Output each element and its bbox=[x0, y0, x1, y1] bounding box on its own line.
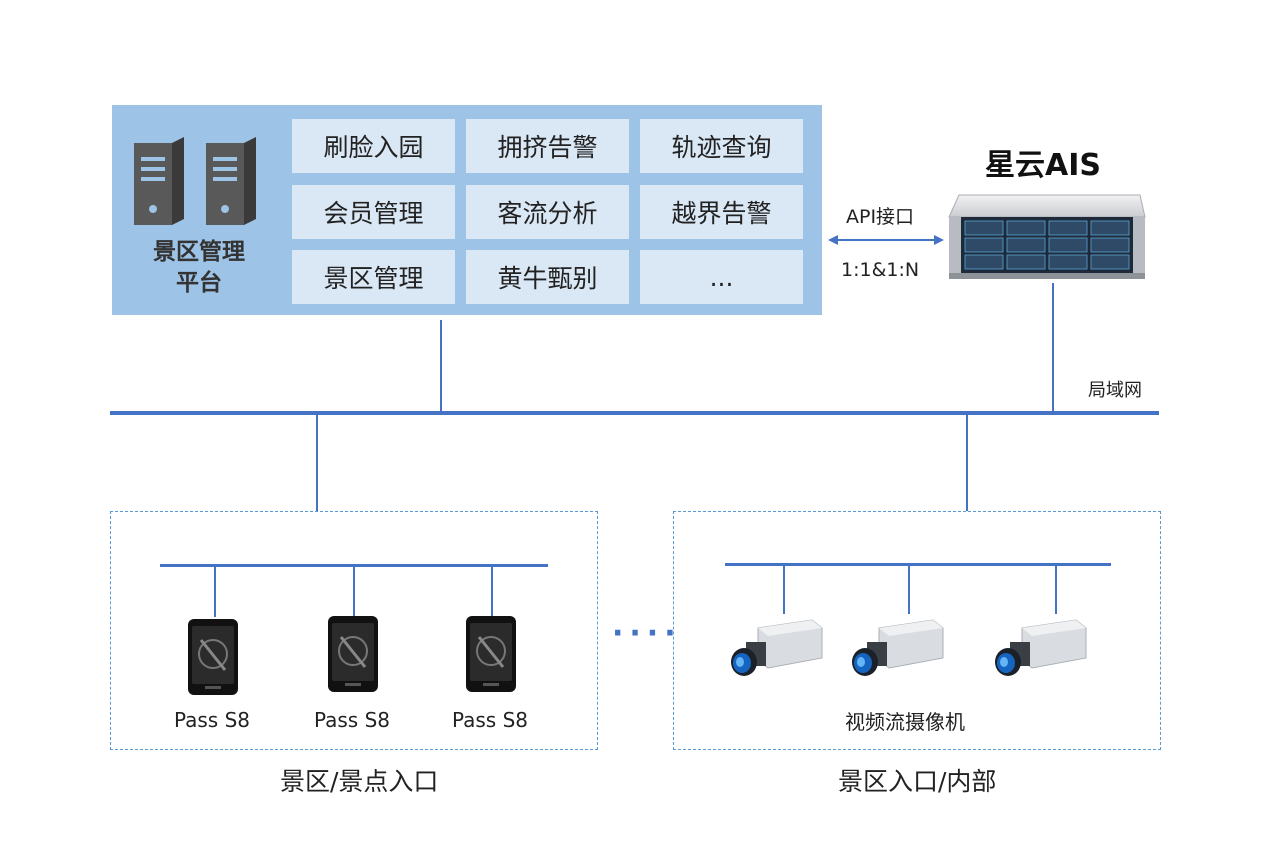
module-boundary-alert: 越界告警 bbox=[640, 185, 803, 239]
lan-label: 局域网 bbox=[1088, 380, 1142, 401]
device-drop-line bbox=[491, 567, 493, 617]
device-label: Pass S8 bbox=[173, 708, 251, 732]
left-zone-bus bbox=[160, 564, 548, 567]
server-tower-icon bbox=[134, 137, 256, 225]
ais-to-lan-line bbox=[1052, 283, 1054, 412]
module-member-management: 会员管理 bbox=[292, 185, 455, 239]
api-double-arrow bbox=[828, 235, 944, 245]
module-track-query: 轨迹查询 bbox=[640, 119, 803, 173]
pass-s8-device-icon bbox=[466, 616, 516, 692]
zone-right-label: 景区入口/内部 bbox=[838, 767, 997, 796]
camera-label: 视频流摄像机 bbox=[845, 710, 965, 734]
module-face-entry: 刷脸入园 bbox=[292, 119, 455, 173]
camera-icon bbox=[995, 619, 1087, 676]
device-label: Pass S8 bbox=[451, 708, 529, 732]
platform-label: 景区管理平台 bbox=[153, 239, 245, 296]
camera-drop-line bbox=[1055, 566, 1057, 614]
right-zone-bus bbox=[725, 563, 1111, 566]
match-mode-label: 1:1&1:N bbox=[841, 259, 920, 281]
zone-left-label: 景区/景点入口 bbox=[280, 767, 439, 796]
zone-scenic-entrance bbox=[110, 511, 598, 750]
module-scalper-detection: 黄牛甄别 bbox=[466, 250, 629, 304]
lan-to-right-zone-line bbox=[966, 415, 968, 511]
module-traffic-analysis: 客流分析 bbox=[466, 185, 629, 239]
device-drop-line bbox=[353, 567, 355, 617]
module-more: ... bbox=[640, 250, 803, 304]
module-crowd-alert: 拥挤告警 bbox=[466, 119, 629, 173]
device-drop-line bbox=[214, 567, 216, 617]
lan-to-left-zone-line bbox=[316, 415, 318, 511]
pass-s8-device-icon bbox=[188, 619, 238, 695]
platform-to-lan-line bbox=[440, 320, 442, 412]
more-zones-ellipsis: ···· bbox=[612, 616, 682, 651]
ais-server-title: 星云AIS bbox=[985, 148, 1101, 183]
lan-backbone bbox=[110, 411, 1159, 415]
pass-s8-device-icon bbox=[328, 616, 378, 692]
camera-drop-line bbox=[783, 566, 785, 614]
zone-scenic-interior bbox=[673, 511, 1161, 750]
device-label: Pass S8 bbox=[313, 708, 391, 732]
camera-drop-line bbox=[908, 566, 910, 614]
api-interface-label: API接口 bbox=[846, 206, 915, 228]
module-scenic-management: 景区管理 bbox=[292, 250, 455, 304]
camera-icon bbox=[731, 619, 823, 676]
rack-server-icon bbox=[948, 194, 1146, 279]
camera-icon bbox=[852, 619, 944, 676]
management-platform: 景区管理平台 刷脸入园 拥挤告警 轨迹查询 会员管理 客流分析 越界告警 景区管… bbox=[112, 105, 822, 315]
